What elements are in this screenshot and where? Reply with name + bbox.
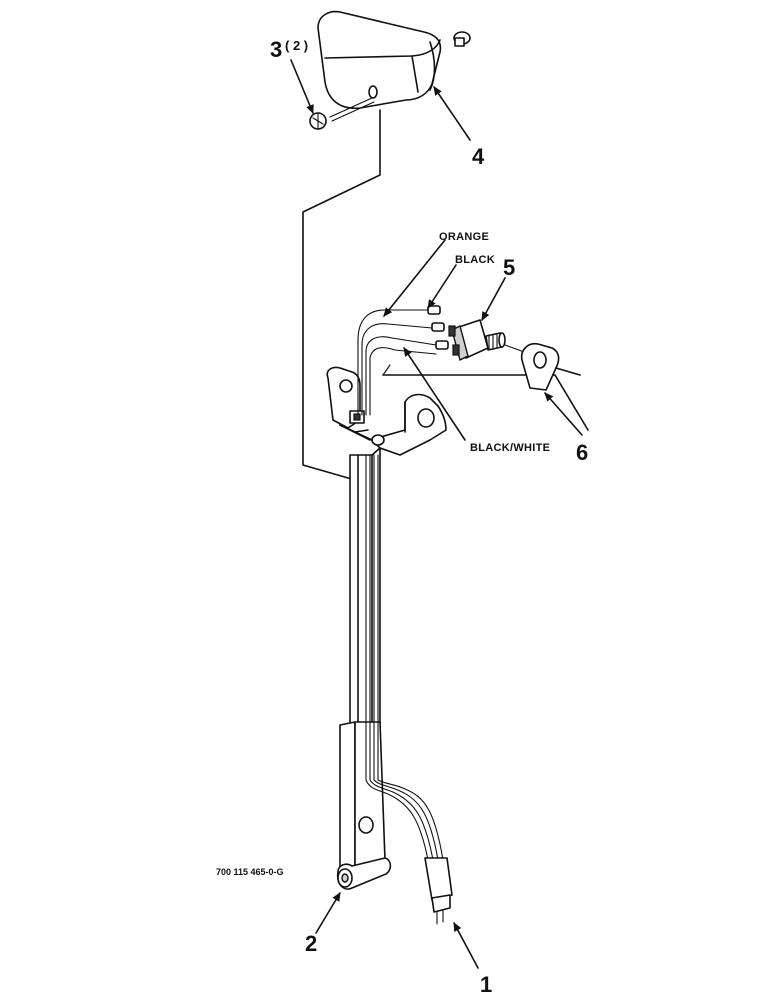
leader-lines	[290, 59, 583, 969]
toggle-switch	[448, 319, 536, 361]
wire-label-black-white: BLACK/WHITE	[470, 442, 550, 454]
wire-label-black: BLACK	[455, 254, 495, 266]
callout-3-quantity: ( 2 )	[285, 38, 308, 53]
callout-6: 6	[576, 440, 588, 465]
callout-4: 4	[472, 144, 485, 169]
cover-screw-left	[309, 97, 375, 130]
drawing-part-number: 700 115 465-0-G	[216, 867, 284, 877]
callout-2: 2	[305, 931, 317, 956]
mounting-panel	[302, 109, 589, 481]
support-bar	[336, 447, 392, 890]
cover-screw-right	[453, 31, 471, 47]
wire-label-orange: ORANGE	[439, 231, 489, 243]
switch-bracket	[326, 366, 447, 456]
switch-plate	[520, 342, 581, 391]
callout-1: 1	[480, 972, 492, 997]
switch-cover	[317, 10, 442, 109]
wiring-harness	[357, 309, 453, 925]
callout-3: 3	[270, 37, 282, 62]
callout-5: 5	[503, 255, 515, 280]
